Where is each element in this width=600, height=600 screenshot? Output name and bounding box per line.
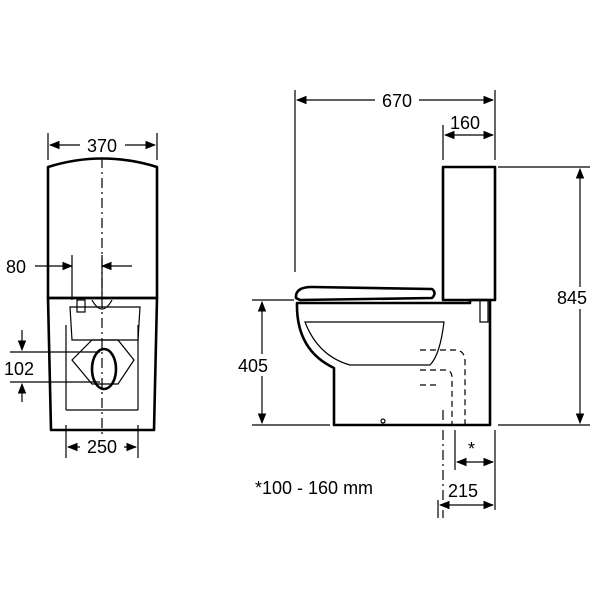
front-height-label: 102 bbox=[4, 359, 34, 379]
front-outlet-circle bbox=[90, 347, 118, 391]
footnote: *100 - 160 mm bbox=[255, 478, 373, 498]
front-view: 370 80 102 250 bbox=[0, 133, 159, 458]
front-outlet-shape bbox=[71, 339, 135, 385]
side-fixing-hole bbox=[380, 418, 386, 424]
front-tank-outline bbox=[46, 157, 159, 300]
side-range-marker: * bbox=[468, 439, 475, 459]
side-outlet-offset-label: 215 bbox=[448, 481, 478, 501]
side-tank-outline bbox=[441, 165, 497, 302]
front-button bbox=[76, 299, 86, 313]
front-outlet-label: 80 bbox=[6, 257, 26, 277]
front-base-label: 250 bbox=[87, 437, 117, 457]
front-inner-lines bbox=[65, 325, 139, 411]
side-bowl-outline bbox=[295, 298, 492, 427]
side-hidden-pipe bbox=[420, 349, 466, 425]
front-width-label: 370 bbox=[87, 136, 117, 156]
side-tank-depth-label: 160 bbox=[450, 113, 480, 133]
side-seat-outline bbox=[294, 285, 436, 302]
side-tank-connector bbox=[479, 300, 489, 323]
front-outlet-arc bbox=[91, 299, 113, 310]
front-bowl-outline bbox=[46, 296, 159, 432]
side-seat-height-label: 405 bbox=[238, 356, 268, 376]
side-bowl-inner bbox=[304, 321, 445, 366]
side-total-height-label: 845 bbox=[557, 288, 587, 308]
side-depth-label: 670 bbox=[382, 91, 412, 111]
side-view: 670 160 845 405 * 215 bbox=[237, 89, 599, 518]
